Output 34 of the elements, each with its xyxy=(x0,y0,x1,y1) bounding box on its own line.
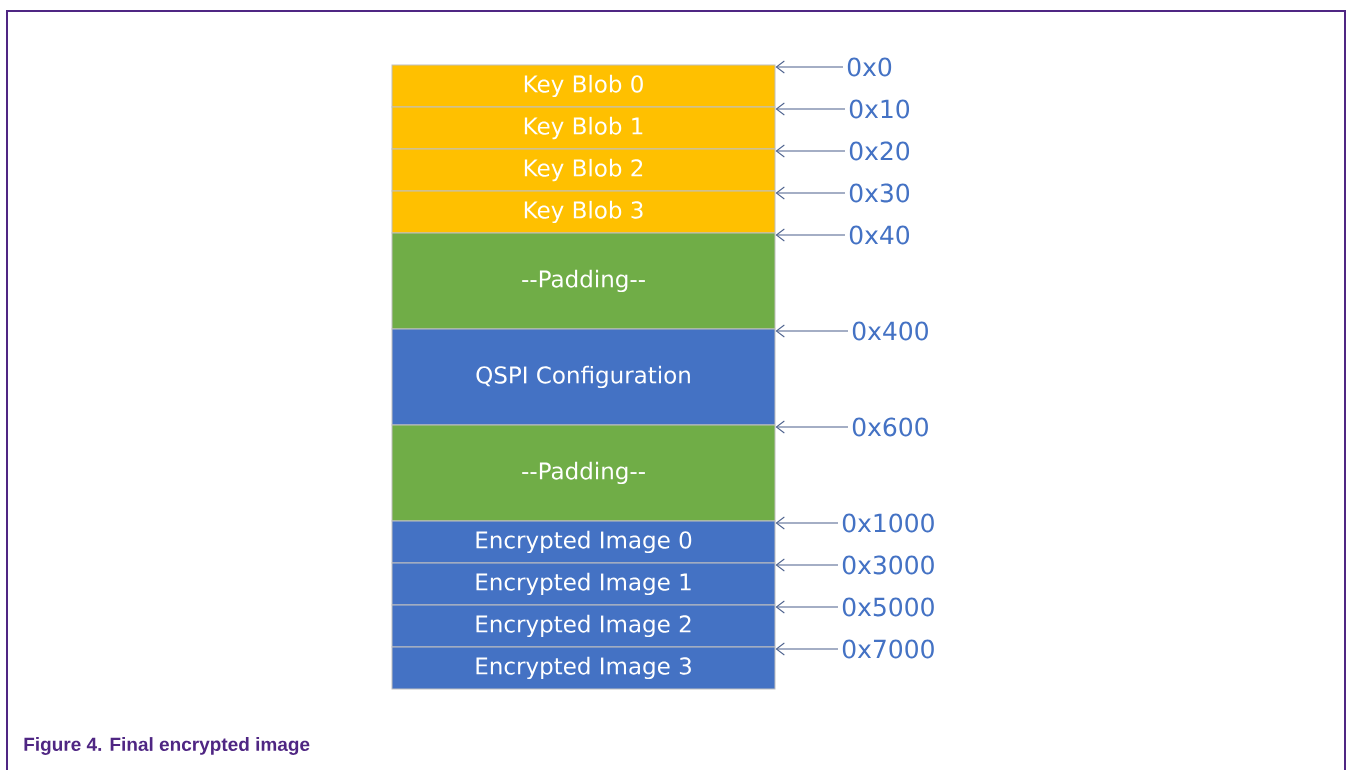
address-label: 0x0 xyxy=(847,57,892,77)
leader-arrow xyxy=(775,516,839,530)
memory-block: Encrypted Image 3 xyxy=(391,646,776,690)
address-label: 0x40 xyxy=(849,225,910,245)
address-label: 0x3000 xyxy=(842,555,934,575)
leader-arrow xyxy=(775,144,846,158)
memory-block: Encrypted Image 0 xyxy=(391,520,776,564)
memory-block: Key Blob 3 xyxy=(391,190,776,234)
address-label: 0x10 xyxy=(849,99,910,119)
address-label: 0x600 xyxy=(852,417,928,437)
address-label: 0x1000 xyxy=(842,513,934,533)
memory-block: Encrypted Image 1 xyxy=(391,562,776,606)
address-label: 0x5000 xyxy=(842,597,934,617)
leader-arrow xyxy=(775,558,839,572)
memory-block: Key Blob 2 xyxy=(391,148,776,192)
leader-arrow xyxy=(775,420,849,434)
address-label: 0x30 xyxy=(849,183,910,203)
leader-arrow xyxy=(775,102,846,116)
address-label: 0x400 xyxy=(852,321,928,341)
leader-arrow xyxy=(775,60,844,74)
address-label: 0x7000 xyxy=(842,639,934,659)
figure-caption: Figure 4. Final encrypted image xyxy=(24,737,310,755)
memory-block: Key Blob 1 xyxy=(391,106,776,150)
leader-arrow xyxy=(775,324,849,338)
memory-block: Encrypted Image 2 xyxy=(391,604,776,648)
leader-arrow xyxy=(775,186,846,200)
address-label: 0x20 xyxy=(849,141,910,161)
leader-arrow xyxy=(775,228,846,242)
memory-block: --Padding-- xyxy=(391,424,776,522)
memory-block: Key Blob 0 xyxy=(391,64,776,108)
leader-arrow xyxy=(775,642,839,656)
memory-block: --Padding-- xyxy=(391,232,776,330)
memory-block: QSPI Configuration xyxy=(391,328,776,426)
leader-arrow xyxy=(775,600,839,614)
